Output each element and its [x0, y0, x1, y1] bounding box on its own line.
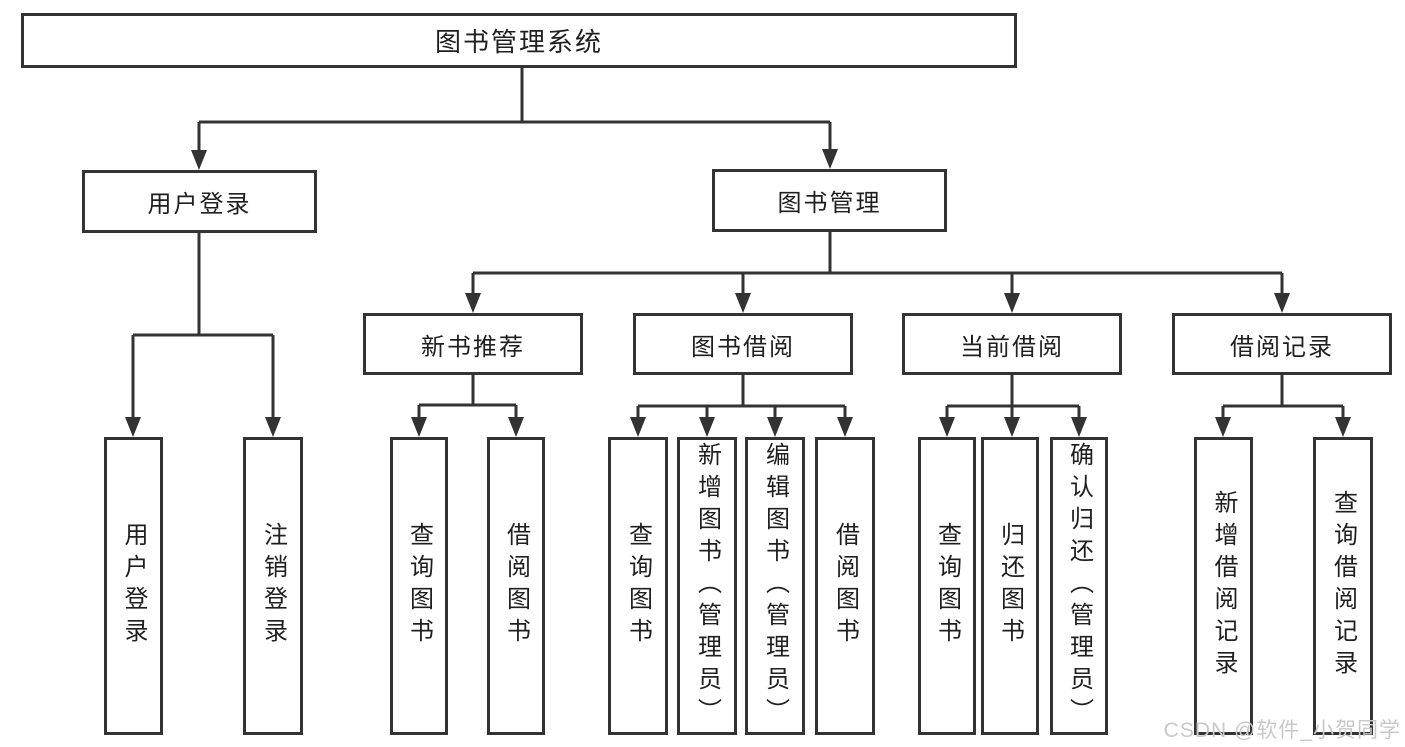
arrowheads: [125, 149, 1351, 437]
node-label: 查询借阅记录: [1329, 490, 1357, 682]
node-label: 图书借阅: [691, 333, 795, 361]
node-borrow-records: 借阅记录: [1172, 313, 1392, 375]
node-leaf-borrow-book-recommend: 借阅图书: [487, 437, 545, 735]
node-label: 借阅图书: [831, 522, 859, 650]
node-leaf-logout: 注销登录: [243, 437, 303, 735]
node-label: 借阅记录: [1230, 333, 1334, 361]
node-label: 编辑图书（管理员）: [761, 442, 789, 730]
node-leaf-query-borrow-record: 查询借阅记录: [1313, 437, 1373, 735]
node-leaf-return-book: 归还图书: [981, 437, 1039, 735]
node-label: 确认归还（管理员）: [1065, 442, 1093, 730]
node-label: 查询图书: [933, 522, 961, 650]
node-label: 当前借阅: [960, 333, 1064, 361]
node-leaf-query-book-borrow: 查询图书: [608, 437, 668, 735]
node-book-management: 图书管理: [712, 169, 947, 232]
node-leaf-add-borrow-record: 新增借阅记录: [1194, 437, 1253, 735]
node-root-system: 图书管理系统: [21, 13, 1017, 68]
node-label: 用户登录: [147, 191, 252, 218]
node-book-borrow: 图书借阅: [633, 313, 853, 375]
node-leaf-user-login: 用户登录: [104, 437, 163, 735]
node-leaf-confirm-return-admin: 确认归还（管理员）: [1050, 437, 1108, 735]
node-user-login: 用户登录: [82, 170, 317, 233]
node-label: 查询图书: [405, 522, 433, 650]
node-label: 用户登录: [120, 522, 147, 650]
csdn-watermark: CSDN @软件_小贺同学: [1163, 719, 1401, 742]
node-label: 注销登录: [259, 522, 287, 650]
node-label: 借阅图书: [502, 522, 530, 650]
node-label: 新增借阅记录: [1210, 490, 1237, 682]
node-new-book-recommend: 新书推荐: [363, 313, 583, 375]
node-label: 归还图书: [996, 522, 1024, 650]
node-leaf-edit-book-admin: 编辑图书（管理员）: [745, 437, 805, 735]
node-label: 新增图书（管理员）: [693, 442, 721, 730]
node-leaf-add-book-admin: 新增图书（管理员）: [677, 437, 737, 735]
node-label: 新书推荐: [421, 333, 525, 361]
node-current-borrow: 当前借阅: [902, 313, 1122, 375]
node-label: 图书管理: [777, 190, 882, 217]
node-leaf-query-book-recommend: 查询图书: [390, 437, 448, 735]
node-leaf-query-book-current: 查询图书: [918, 437, 976, 735]
node-label: 图书管理系统: [434, 27, 603, 57]
node-leaf-borrow-book: 借阅图书: [815, 437, 875, 735]
node-label: 查询图书: [624, 522, 652, 650]
